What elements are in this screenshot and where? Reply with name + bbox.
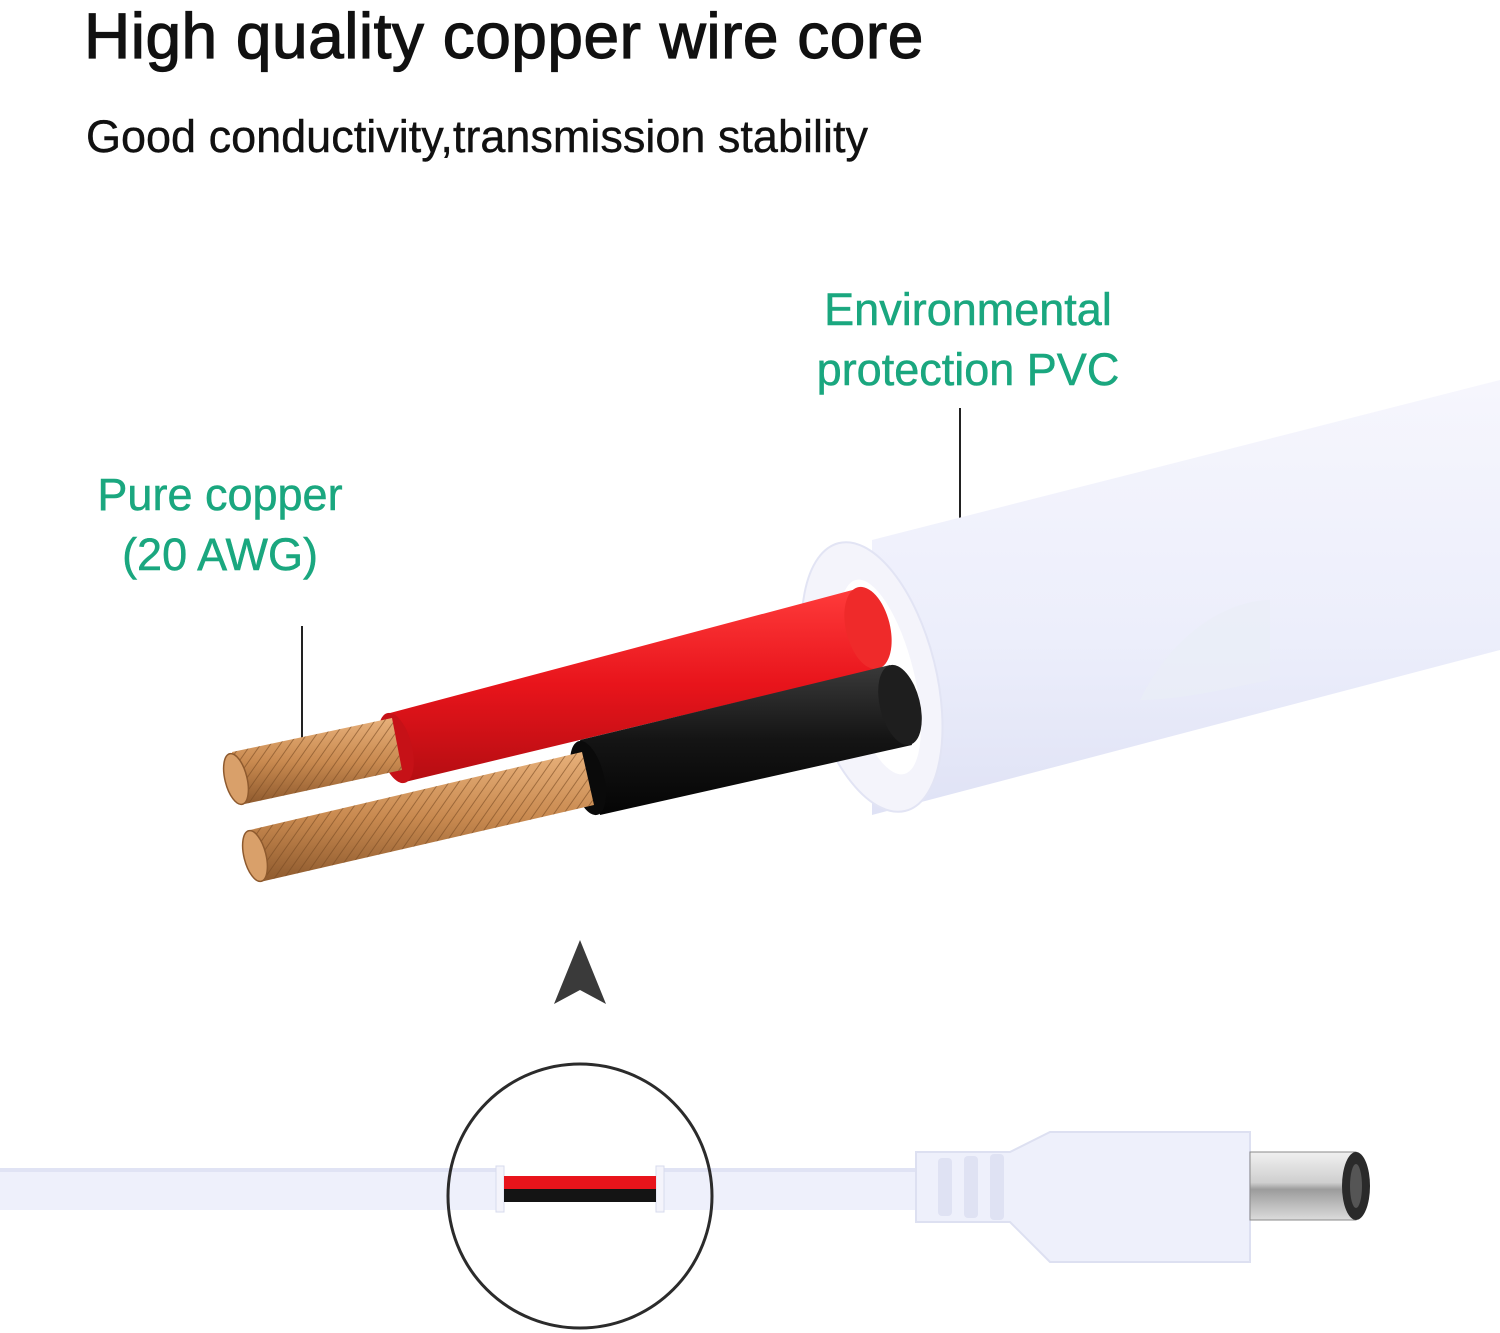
exposed-red-wire: [504, 1176, 656, 1189]
bottom-cable: [0, 1165, 922, 1213]
page-subtitle: Good conductivity,transmission stability: [86, 111, 868, 162]
magnifier-circle: [446, 1062, 714, 1330]
page-title: High quality copper wire core: [83, 0, 924, 73]
copper-callout: Pure copper (20 AWG): [80, 465, 360, 585]
copper-callout-line1: Pure copper: [97, 469, 343, 521]
exposed-black-wire: [504, 1189, 656, 1202]
pvc-jacket: [800, 380, 1500, 815]
copper-strand-upper: [222, 718, 402, 806]
pvc-callout-line1: Environmental: [824, 284, 1112, 336]
up-arrow-icon: [554, 940, 606, 1004]
copper-strand-lower: [241, 752, 594, 883]
dc-plug-icon: [915, 1131, 1370, 1263]
pvc-callout-line2: protection PVC: [816, 344, 1120, 396]
copper-callout-line2: (20 AWG): [122, 529, 318, 581]
pvc-callout: Environmental protection PVC: [800, 280, 1136, 400]
